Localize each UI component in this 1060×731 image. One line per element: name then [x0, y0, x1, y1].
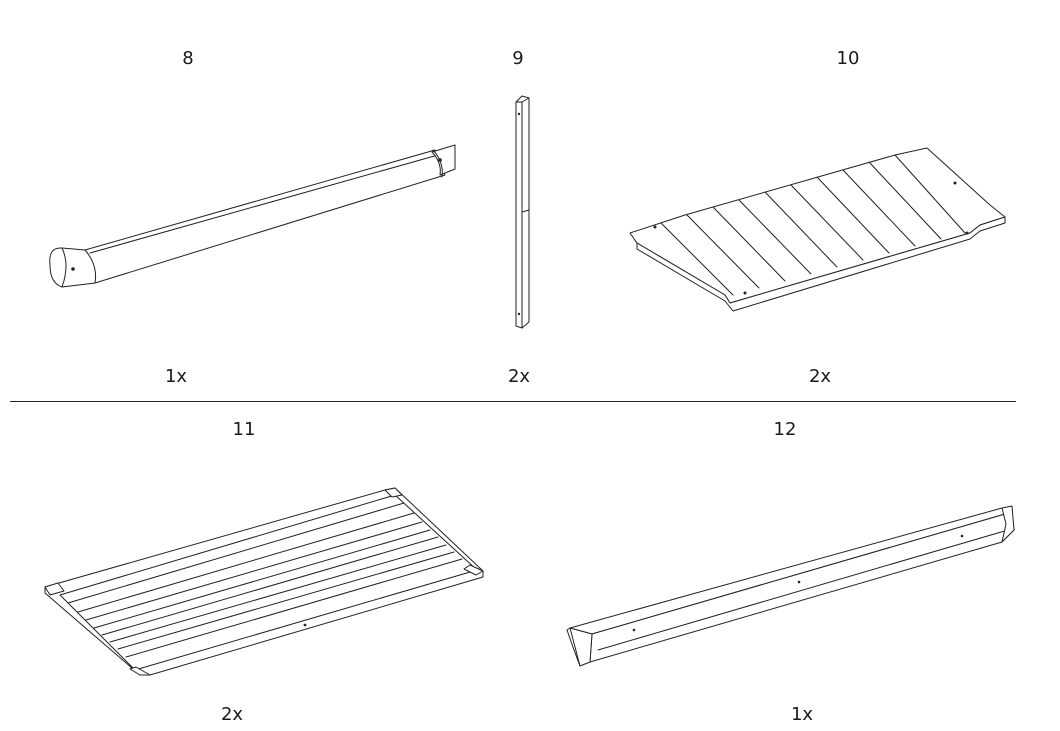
slatted-panel-drawing-icon [625, 145, 1010, 317]
framed-slat-panel-drawing-icon [40, 485, 490, 680]
part-quantity-8: 1x [164, 366, 188, 387]
angled-rail-drawing-icon [562, 500, 1022, 675]
part-number-11: 11 [232, 419, 256, 440]
round-rail-drawing-icon [40, 135, 470, 295]
part-number-9: 9 [512, 48, 524, 69]
part-number-12: 12 [773, 419, 797, 440]
part-quantity-9: 2x [507, 366, 531, 387]
part-quantity-10: 2x [808, 366, 832, 387]
part-number-10: 10 [836, 48, 860, 69]
part-quantity-12: 1x [790, 704, 814, 725]
post-drawing-icon [508, 92, 532, 332]
part-quantity-11: 2x [220, 704, 244, 725]
part-number-8: 8 [182, 48, 194, 69]
section-divider [10, 401, 1016, 402]
